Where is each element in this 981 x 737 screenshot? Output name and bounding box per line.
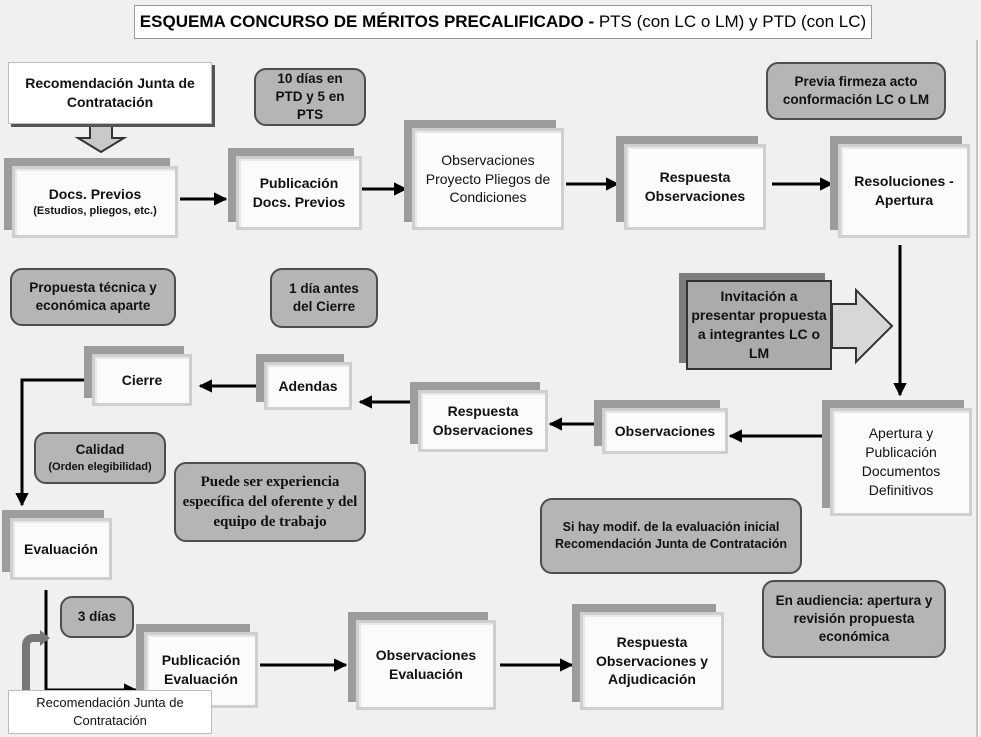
curved-arrow-icon (22, 634, 42, 690)
callout-modif-evaluacion: Si hay modif. de la evaluación inicial R… (540, 498, 802, 574)
diagram-title: ESQUEMA CONCURSO DE MÉRITOS PRECALIFICAD… (134, 5, 872, 39)
callout-previa-firmeza: Previa firmeza acto conformación LC o LM (766, 62, 946, 120)
node-docs-previos-sub: (Estudios, pliegos, etc.) (33, 205, 157, 218)
callout-experiencia: Puede ser experiencia específica del ofe… (174, 462, 366, 542)
callout-calidad: Calidad (Orden elegibilidad) (34, 432, 166, 484)
node-respuesta-observaciones-1: Respuesta Observaciones (624, 144, 766, 230)
node-docs-previos-label: Docs. Previos (48, 186, 142, 203)
callout-propuesta-tecnica: Propuesta técnica y económica aparte (10, 268, 176, 326)
node-publicacion-docs: Publicación Docs. Previos (236, 156, 362, 230)
title-sub: PTS (con LC o LM) y PTD (con LC) (594, 12, 867, 31)
callout-dia-antes: 1 día antes del Cierre (270, 268, 378, 328)
callout-dias-ptd: 10 días en PTD y 5 en PTS (254, 68, 366, 126)
callout-calidad-sub: (Orden elegibilidad) (48, 460, 152, 473)
callout-en-audiencia: En audiencia: apertura y revisión propue… (762, 580, 946, 658)
node-invitacion: Invitación a presentar propuesta a integ… (686, 280, 832, 370)
node-observaciones-proyecto: Observaciones Proyecto Pliegos de Condic… (412, 128, 564, 230)
node-cierre: Cierre (92, 354, 192, 406)
node-observaciones-evaluacion: Observaciones Evaluación (356, 620, 496, 710)
callout-calidad-label: Calidad (75, 442, 125, 458)
node-evaluacion: Evaluación (10, 518, 112, 580)
block-arrow-right (831, 287, 894, 365)
node-adendas: Adendas (264, 362, 352, 410)
callout-tres-dias: 3 días (60, 596, 134, 638)
node-recomendacion-bottom: Recomendación Junta de Contratación (8, 690, 212, 734)
block-arrow-down (74, 123, 128, 154)
arrow-cierre-to-evaluacion (15, 378, 84, 507)
node-resoluciones-apertura: Resoluciones - Apertura (838, 144, 970, 238)
node-observaciones: Observaciones (602, 408, 728, 454)
node-respuesta-observaciones-2: Respuesta Observaciones (418, 390, 548, 452)
title-main: ESQUEMA CONCURSO DE MÉRITOS PRECALIFICAD… (139, 12, 595, 31)
node-docs-previos: Docs. Previos (Estudios, pliegos, etc.) (12, 166, 178, 238)
node-recomendacion-top: Recomendación Junta de Contratación (8, 62, 212, 124)
node-respuesta-adjudicacion: Respuesta Observaciones y Adjudicación (580, 612, 724, 710)
node-apertura-publicacion: Apertura y Publicación Documentos Defini… (830, 408, 972, 516)
